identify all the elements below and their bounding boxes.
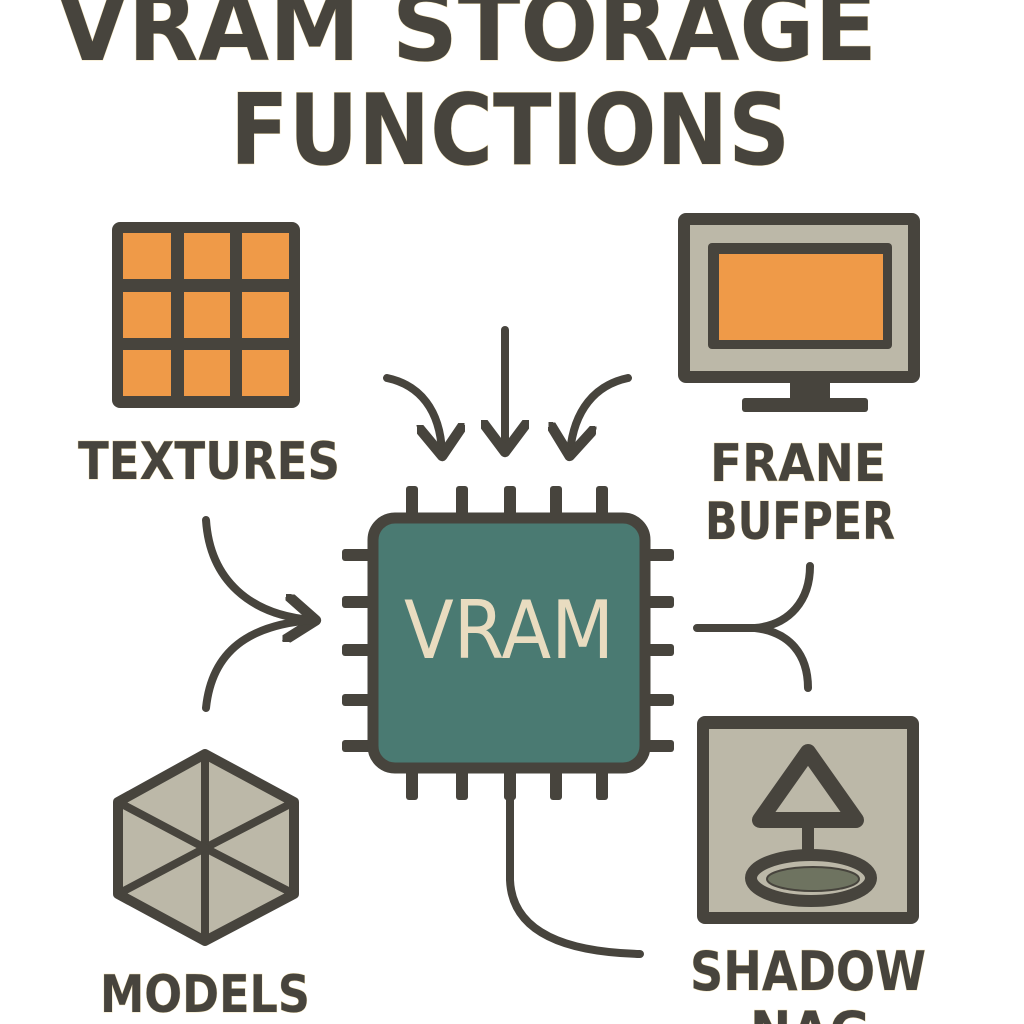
arrow-top-right — [570, 374, 632, 452]
arrow-from-textures — [202, 516, 312, 620]
arrow-top-left — [383, 374, 442, 452]
line-bottom — [506, 792, 644, 958]
cube-icon — [113, 749, 299, 946]
title-line-1: VRAM STORAGE — [57, 0, 877, 83]
arrow-to-frame-buffer — [693, 562, 814, 632]
title-line-2: FUNCTIONS — [230, 74, 790, 188]
shadow-lamp-icon — [697, 716, 919, 924]
texture-grid-icon — [112, 222, 300, 408]
frame-buffer-label-1: FRANE — [710, 434, 886, 494]
textures-label: TEXTURES — [78, 432, 340, 492]
arrow-to-shadow-map — [751, 624, 812, 692]
chip-label: VRAM — [404, 584, 614, 677]
models-label: MODELS — [100, 965, 310, 1024]
vram-chip: VRAM — [342, 486, 674, 800]
shadow-map-label-1: SHADOW — [690, 940, 926, 1003]
shadow-map-label-2: NAG — [750, 1000, 870, 1024]
frame-buffer-label-2: BUFPER — [705, 492, 895, 552]
arrows — [202, 326, 814, 958]
monitor-icon — [678, 213, 920, 412]
arrow-from-models — [202, 616, 316, 712]
